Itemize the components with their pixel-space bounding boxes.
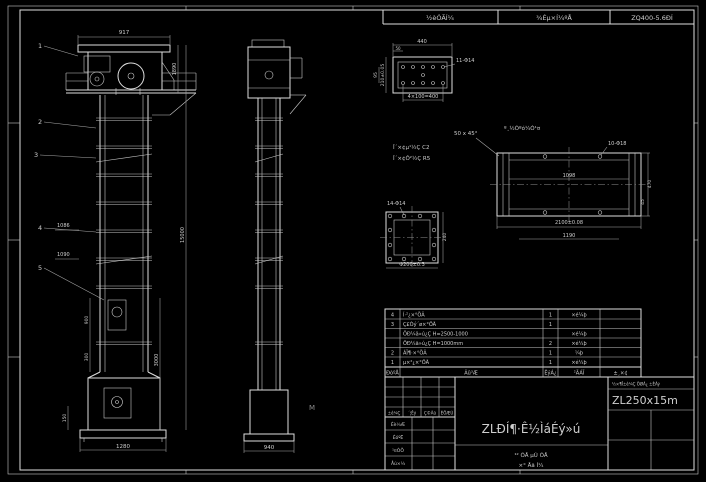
dim-casing-length: 2100±0.08 [555,220,583,226]
dim-plate-width: 440 [417,39,427,45]
label-casing-holes: 10-Φ18 [608,141,626,147]
weld-note: º¸½Óºó¼Ó¹¤ [504,125,541,132]
note-line-1: Î´×¢µ¹½Ç C2 [393,144,429,151]
cell-no: 2 [391,351,394,357]
dim-side-base: 940 [264,445,275,451]
dim-boot-left: 150 [62,414,68,423]
header-mat: ²ÄÁÏ [574,370,585,377]
dim-left-c: 900 [84,316,90,325]
cell-mat: ×é¼þ [571,340,586,347]
dim-casing-length2: 1190 [563,233,576,239]
dim-plate-edge: 50 [395,46,401,51]
header-name: Ãû³Æ [464,370,478,377]
cell-no: 1 [391,360,394,366]
header-remark: ±¸×¢ [613,371,627,377]
dim-lower-height: 3000 [154,354,160,367]
cell-mat: ×é¼þ [571,312,586,319]
dim-head-height: 1890 [172,63,178,76]
cell-no: 3 [391,322,394,328]
title-block: ±ê¼Ç ´¦Êý Ç©Ãû ÈÕÆÚ Éè¼Æ ÉóºË ¹¤ÒÕ Åú×¼ … [384,376,695,471]
table-row: 1 µ×²¿×°ÖÃ 1 ×é¼þ [391,359,587,366]
dim-total-height: 15000 [180,227,186,243]
balloon-2: 2 [38,118,42,126]
dim-casing-height: 470 [647,180,653,189]
dim-casing-inner: 1098 [563,173,576,179]
cell-mat: ×é¼þ [571,331,586,338]
sign-label-approve: Åú×¼ [391,460,406,467]
parts-table: 4 Í·²¿×°ÖÃ 1 ×é¼þ 3 Ç£Òý´ø×°ÖÃ 1 ÖÐ¼ä»ú¿… [384,308,642,378]
rev-label-3: Ç©Ãû [424,411,437,416]
rev-label-4: ÈÕÆÚ [441,411,454,416]
dim-left-b: 1090 [57,252,70,258]
dim-flange-bottom: Φ200±0.3 [399,262,425,268]
cell-mat: ×é¼þ [571,359,586,366]
detail-plate: 440 50 11-Φ14 210±0.05 95 4×100=400 Î´×¢… [373,39,474,162]
cell-name: Ç£Òý´ø×°ÖÃ [403,321,437,328]
note-line-2: Î´×¢Ô²½Ç R5 [393,155,431,162]
cell-qty: 1 [549,351,552,357]
front-view: 1 2 3 4 5 917 1890 15000 3000 1086 1090 … [34,30,197,452]
cell-no: 4 [391,313,394,319]
cell-qty: 1 [549,313,552,319]
table-header-row: ÐòºÅ Ãû³Æ ÊýÁ¿ ²ÄÁÏ ±¸×¢ [386,369,627,377]
table-row: 4 Í·²¿×°ÖÃ 1 ×é¼þ [391,312,587,319]
dim-base-width: 1280 [116,444,130,450]
dim-left-a: 1086 [57,223,70,229]
dim-plate-height: 210±0.05 [380,64,386,87]
dim-flange-side: 240 [442,233,448,242]
rev-label-2: ´¦Êý [408,411,417,416]
drawing-type: ×° Åä Í¼ [519,462,545,469]
dim-head-width: 917 [119,30,130,36]
label-flange-holes: 14-Φ14 [387,201,405,207]
cell-name: ÖÐ¼ä»ú¿Ç H=1000mm [403,340,463,347]
drawing-border [7,5,699,475]
sign-label-check: ÉóºË [393,433,404,441]
chamfer-note-text: 50 x 45° [454,131,478,137]
header-cell-model: ZQ400-5.6ÐÍ [631,13,673,22]
dim-left-d: 300 [84,353,90,362]
dim-plate-inner: 95 [373,72,379,78]
cell-name: µ×²¿×°ÖÃ [403,359,430,366]
dim-plate-pitch: 4×100=400 [408,94,439,100]
balloon-3: 3 [34,151,38,159]
cell-name: Í·²¿×°ÖÃ [403,312,425,319]
rev-label-1: ±ê¼Ç [388,411,401,416]
header-cell-1: ½èÓÃÍ¼ [426,13,455,22]
cell-qty: 1 [549,322,552,328]
detail-casing: 10-Φ18 º¸½Óºó¼Ó¹¤ 1098 2100±0.08 1190 47… [490,125,653,240]
table-row: 2 ÁÏ¶·×°ÖÃ 1 ¼þ [391,350,583,357]
stage-labels: ½×¶Î±ê¼Ç ÖØÁ¿ ±ÈÀý [612,382,660,387]
cell-name: ÖÐ¼ä»ú¿Ç H=2500-1000 [403,331,468,338]
sheet-count: ¹² ÕÅ µÚ ÕÅ [514,452,548,459]
cell-name: ÁÏ¶·×°ÖÃ [403,350,427,357]
dim-casing-flange: 45 [640,199,646,205]
cell-qty: 2 [549,341,552,347]
label-plate-holes: 11-Φ14 [456,58,474,64]
balloon-1: 1 [38,42,42,50]
table-row: ÖÐ¼ä»ú¿Ç H=2500-1000 ×é¼þ [403,331,587,338]
header-qty: ÊýÁ¿ [544,369,557,377]
sign-label-process: ¹¤ÒÕ [392,447,404,454]
side-view: 940 [243,39,307,453]
detail-flange: 14-Φ14 Φ200±0.3 240 [380,201,448,269]
cell-mat: ¼þ [575,351,583,357]
balloon-5: 5 [38,264,42,272]
drawing-title: ZLÐÍ¶·Ê½ÌáÉý»ú [482,421,581,436]
chamfer-note: 50 x 45° [454,131,500,157]
header-no: ÐòºÅ [386,370,399,377]
header-cell-2: ¾Éµ×Í¼ºÅ [536,13,572,22]
table-row: 3 Ç£Òý´ø×°ÖÃ 1 [391,321,552,328]
stray-mark: M [309,404,315,412]
sign-label-design: Éè¼Æ [391,420,406,428]
header-strip: ½èÓÃÍ¼ ¾Éµ×Í¼ºÅ ZQ400-5.6ÐÍ [382,10,694,25]
model-number: ZL250x15m [612,394,678,407]
cell-qty: 1 [549,360,552,366]
balloon-4: 4 [38,224,42,232]
table-row: ÖÐ¼ä»ú¿Ç H=1000mm 2 ×é¼þ [403,340,587,347]
